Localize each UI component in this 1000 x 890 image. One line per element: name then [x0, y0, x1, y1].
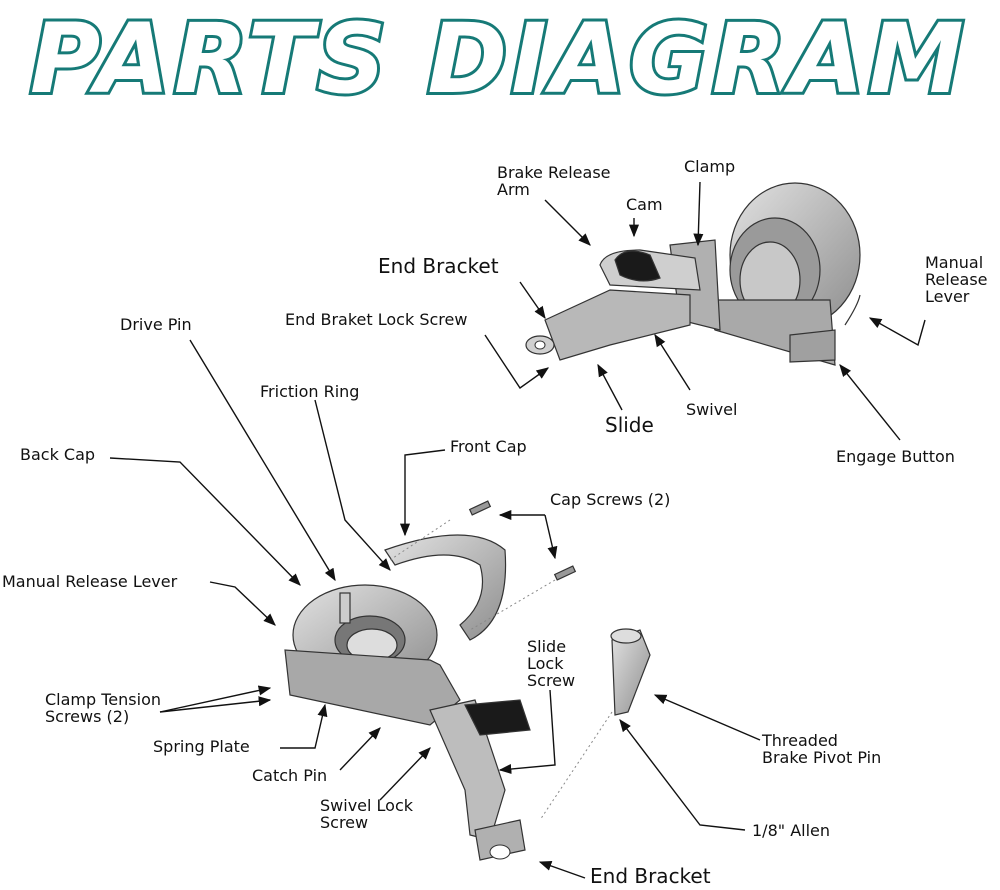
- label-end-bracket-bottom: End Bracket: [590, 864, 711, 888]
- label-swivel: Swivel: [686, 400, 737, 419]
- label-manual-release-lever-top-3: Lever: [925, 287, 970, 306]
- label-cam: Cam: [626, 195, 663, 214]
- label-clamp: Clamp: [684, 157, 735, 176]
- label-brake-release-arm-1: Brake Release: [497, 163, 611, 182]
- label-clamp-tension-screws-2: Screws (2): [45, 707, 129, 726]
- exploded-assembly-illustration: [284, 500, 651, 861]
- label-slide-lock-screw-2: Lock: [527, 654, 564, 673]
- label-manual-release-lever: Manual Release Lever: [2, 572, 178, 591]
- label-brake-release-arm-2: Arm: [497, 180, 530, 199]
- label-allen: 1/8" Allen: [752, 821, 830, 840]
- label-engage-button: Engage Button: [836, 447, 955, 466]
- label-spring-plate: Spring Plate: [153, 737, 250, 756]
- label-clamp-tension-screws-1: Clamp Tension: [45, 690, 161, 709]
- label-manual-release-lever-top-2: Release: [925, 270, 988, 289]
- label-end-bracket-top: End Bracket: [378, 254, 499, 278]
- label-back-cap: Back Cap: [20, 445, 95, 464]
- exploded-assembly-labels: Drive Pin Friction Ring Front Cap Back C…: [2, 315, 881, 888]
- label-threaded-brake-pivot-pin-2: Brake Pivot Pin: [762, 748, 881, 767]
- label-cap-screws: Cap Screws (2): [550, 490, 670, 509]
- top-assembly-labels: Brake Release Arm Clamp Cam End Bracket …: [285, 157, 988, 466]
- top-assembly-illustration: [525, 182, 861, 366]
- label-swivel-lock-screw-1: Swivel Lock: [320, 796, 414, 815]
- label-friction-ring: Friction Ring: [260, 382, 359, 401]
- label-catch-pin: Catch Pin: [252, 766, 327, 785]
- label-manual-release-lever-top-1: Manual: [925, 253, 983, 272]
- page-title: PARTS DIAGRAM: [30, 3, 968, 115]
- label-swivel-lock-screw-2: Screw: [320, 813, 368, 832]
- label-end-braket-lock-screw: End Braket Lock Screw: [285, 310, 467, 329]
- label-front-cap: Front Cap: [450, 437, 527, 456]
- label-threaded-brake-pivot-pin-1: Threaded: [761, 731, 838, 750]
- label-drive-pin: Drive Pin: [120, 315, 192, 334]
- label-slide-lock-screw-1: Slide: [527, 637, 566, 656]
- leader-lines: [109, 181, 926, 879]
- label-slide: Slide: [605, 413, 654, 437]
- label-slide-lock-screw-3: Screw: [527, 671, 575, 690]
